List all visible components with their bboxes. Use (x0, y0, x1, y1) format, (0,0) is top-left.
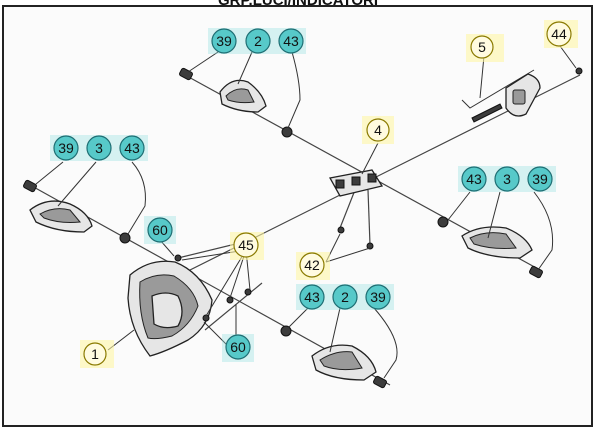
callout-39-label: 39 (532, 171, 548, 187)
callout-43[interactable] (461, 166, 487, 192)
callout-60-label: 60 (230, 339, 246, 355)
callout-45-label: 45 (238, 237, 254, 253)
callout-4[interactable] (366, 118, 390, 142)
callout-group-top: 39 2 43 (208, 28, 306, 54)
callout-group-bottom: 43 2 39 (296, 284, 394, 310)
callout-43[interactable] (119, 135, 145, 161)
callout-39-label: 39 (370, 289, 386, 305)
callout-3[interactable] (86, 135, 112, 161)
callout-group-right: 43 3 39 (458, 166, 556, 192)
callout-2[interactable] (245, 28, 271, 54)
callout-60-label: 60 (152, 222, 168, 238)
callout-39[interactable] (53, 135, 79, 161)
callout-43[interactable] (299, 284, 325, 310)
callout-4-label: 4 (374, 122, 382, 138)
callout-43[interactable] (278, 28, 304, 54)
diagram-header-title: GRP.LUCI/INDICATORI (218, 0, 378, 9)
indicator-left (23, 179, 131, 244)
callout-39[interactable] (527, 166, 553, 192)
callout-2[interactable] (332, 284, 358, 310)
callout-39-label: 39 (58, 140, 74, 156)
callout-39[interactable] (211, 28, 237, 54)
indicator-right (437, 216, 543, 279)
indicator-bottom (280, 325, 387, 389)
callout-43-label: 43 (304, 289, 320, 305)
callout-3-label: 3 (95, 140, 103, 156)
callout-43-label: 43 (124, 140, 140, 156)
callout-45[interactable] (233, 232, 259, 258)
center-bracket-4 (328, 169, 384, 250)
callout-1[interactable] (83, 342, 107, 366)
callout-44-label: 44 (551, 26, 567, 42)
callout-39-label: 39 (216, 33, 232, 49)
callout-43-label: 43 (466, 171, 482, 187)
callout-60[interactable] (147, 217, 173, 243)
wiring-bracket-5 (461, 67, 583, 123)
headlight-1 (127, 254, 252, 357)
callout-group-left: 39 3 43 (50, 135, 148, 161)
callout-2-label: 2 (341, 289, 349, 305)
callout-44[interactable] (546, 21, 572, 47)
callout-1-label: 1 (91, 346, 99, 362)
callout-5[interactable] (470, 35, 494, 59)
indicator-top-left (179, 67, 293, 138)
callout-60[interactable] (225, 334, 251, 360)
callout-3[interactable] (494, 166, 520, 192)
callout-39[interactable] (365, 284, 391, 310)
callout-3-label: 3 (503, 171, 511, 187)
callout-5-label: 5 (478, 39, 486, 55)
callout-42-label: 42 (304, 257, 320, 273)
leader-lines (35, 45, 577, 379)
callout-43-label: 43 (283, 33, 299, 49)
callout-2-label: 2 (254, 33, 262, 49)
callout-42[interactable] (299, 252, 325, 278)
